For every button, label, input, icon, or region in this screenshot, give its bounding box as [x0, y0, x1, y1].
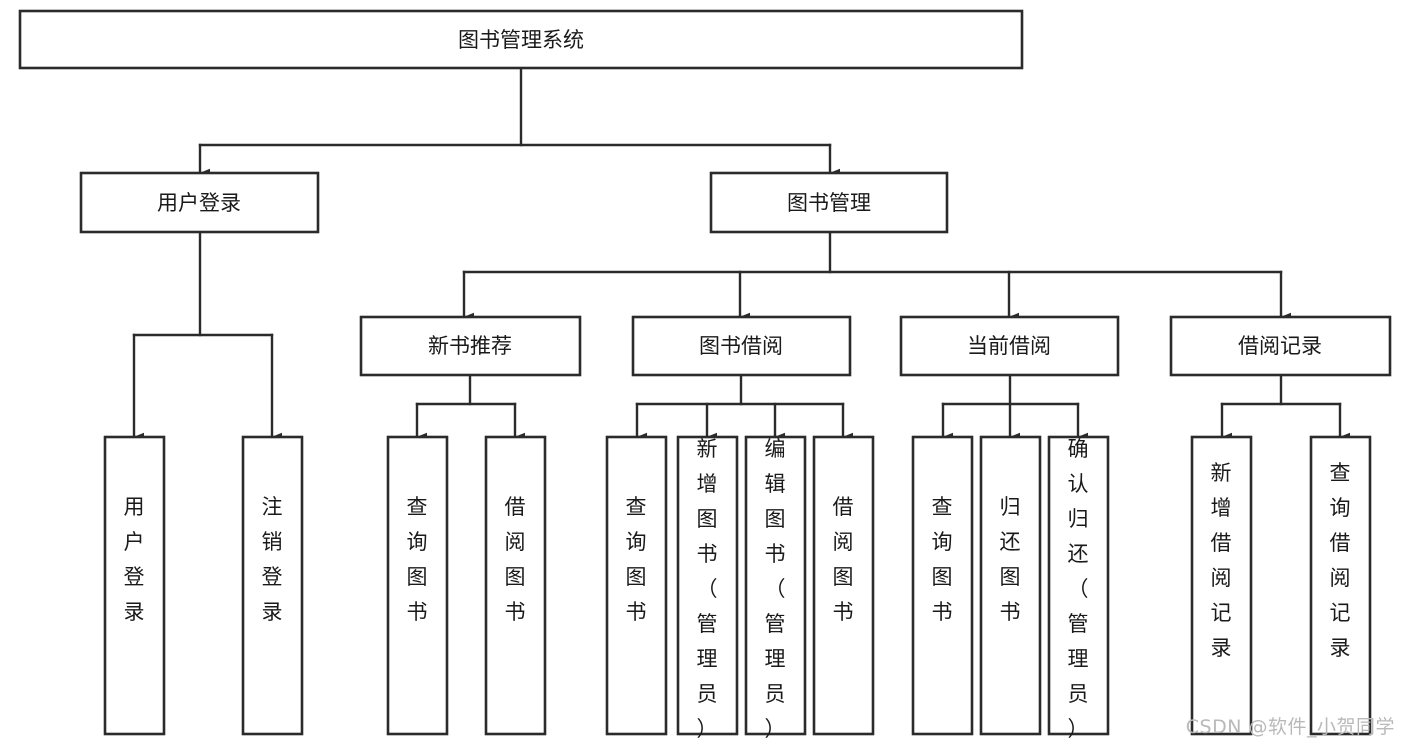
node-leaf-query-book-2-label: 查询图书: [626, 495, 647, 624]
node-leaf-return-book-label: 归还图书: [1000, 495, 1021, 624]
node-book-management[interactable]: 图书管理: [709, 171, 949, 234]
node-leaf-confirm-return[interactable]: 确认归还（管理员）: [1047, 435, 1110, 741]
node-user-login-label: 用户登录: [157, 191, 241, 215]
node-user-login[interactable]: 用户登录: [79, 171, 320, 234]
node-current-borrow[interactable]: 当前借阅: [899, 315, 1120, 377]
node-borrow-record-label: 借阅记录: [1238, 334, 1322, 358]
node-leaf-user-login[interactable]: 用户登录: [103, 435, 166, 736]
node-root-label: 图书管理系统: [458, 28, 584, 52]
node-leaf-query-record-label: 查询借阅记录: [1330, 461, 1351, 660]
node-leaf-borrow-book-2[interactable]: 借阅图书: [812, 435, 875, 736]
node-leaf-edit-book[interactable]: 编辑图书（管理员）: [744, 435, 807, 741]
edges-layer: [132, 66, 1351, 442]
node-leaf-add-record-label: 新增借阅记录: [1211, 461, 1232, 660]
node-leaf-query-book-2[interactable]: 查询图书: [605, 435, 668, 736]
node-leaf-query-book-3-label: 查询图书: [932, 495, 953, 624]
node-new-book-recommend-label: 新书推荐: [428, 334, 512, 358]
node-new-book-recommend[interactable]: 新书推荐: [359, 315, 582, 377]
node-leaf-query-book-1[interactable]: 查询图书: [386, 435, 449, 736]
node-leaf-query-book-1-label: 查询图书: [407, 495, 428, 624]
node-book-borrow[interactable]: 图书借阅: [631, 315, 852, 377]
node-leaf-user-login-label: 用户登录: [124, 495, 145, 624]
node-leaf-add-book[interactable]: 新增图书（管理员）: [676, 435, 739, 741]
node-leaf-add-record[interactable]: 新增借阅记录: [1190, 435, 1253, 736]
node-leaf-confirm-return-label: 确认归还（管理员）: [1068, 437, 1089, 741]
node-borrow-record[interactable]: 借阅记录: [1169, 315, 1392, 377]
node-leaf-query-record[interactable]: 查询借阅记录: [1309, 435, 1372, 736]
node-book-management-label: 图书管理: [787, 191, 871, 215]
node-leaf-return-book[interactable]: 归还图书: [979, 435, 1042, 736]
node-leaf-edit-book-label: 编辑图书（管理员）: [765, 437, 786, 741]
node-book-borrow-label: 图书借阅: [699, 334, 783, 358]
node-root[interactable]: 图书管理系统: [18, 9, 1024, 70]
node-leaf-user-logout-label: 注销登录: [262, 495, 283, 624]
node-leaf-add-book-label: 新增图书（管理员）: [697, 437, 718, 741]
node-current-borrow-label: 当前借阅: [967, 334, 1051, 358]
node-leaf-query-book-3[interactable]: 查询图书: [911, 435, 974, 736]
node-leaf-borrow-book-1[interactable]: 借阅图书: [484, 435, 547, 736]
node-leaf-borrow-book-2-label: 借阅图书: [833, 495, 854, 624]
node-leaf-user-logout[interactable]: 注销登录: [241, 435, 304, 736]
node-leaf-borrow-book-1-label: 借阅图书: [505, 495, 526, 624]
